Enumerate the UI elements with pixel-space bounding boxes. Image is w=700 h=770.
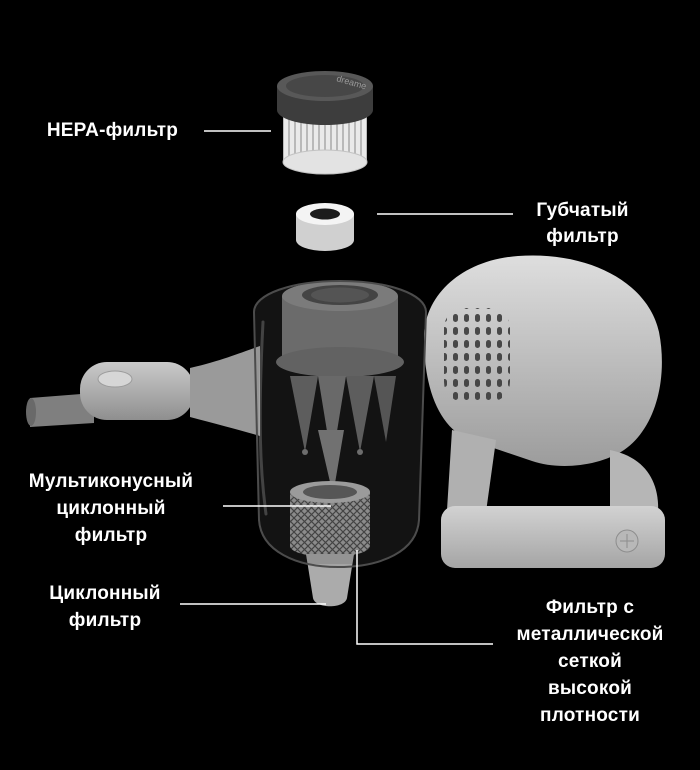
battery-base — [441, 506, 665, 568]
cyclone-cones — [290, 376, 318, 452]
connector-lines — [180, 130, 513, 645]
label-sponge-filter: Губчатый фильтр — [536, 200, 629, 247]
wand-tube — [26, 346, 260, 436]
sponge-filter-graphic — [296, 203, 354, 251]
mesh-line — [356, 550, 493, 645]
dust-cup — [252, 279, 428, 569]
dust-cup-highlight — [258, 320, 268, 516]
label-metal-mesh-filter: Фильтр с металлической сеткой высокой пл… — [516, 597, 664, 726]
mesh-filter-graphic — [290, 481, 370, 557]
vent-grid — [444, 308, 510, 402]
label-multicone-cyclone-filter: Мультиконусный циклонный фильтр — [28, 471, 194, 546]
label-hepa-filter: HEPA-фильтр — [46, 120, 179, 141]
rear-support — [610, 450, 659, 514]
wand-button — [97, 370, 133, 388]
vacuum-body — [424, 255, 665, 568]
label-cyclone-filter: Циклонный фильтр — [49, 583, 161, 631]
cyclone-assembly — [276, 281, 404, 495]
hepa-filter-graphic: dreame — [277, 71, 373, 175]
